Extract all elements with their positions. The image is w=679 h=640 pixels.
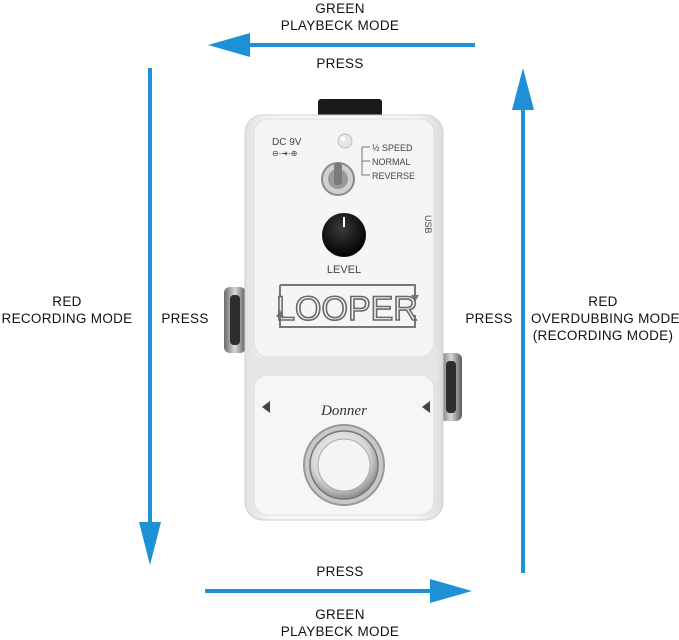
- left-mode-color: RED: [52, 294, 82, 309]
- right-mode-color: RED: [588, 294, 618, 309]
- switch-option-normal: NORMAL: [372, 157, 411, 167]
- usb-label: USB: [423, 215, 433, 234]
- top-press-label: PRESS: [316, 56, 364, 71]
- power-label: DC 9V: [272, 137, 302, 148]
- right-up-arrow: [512, 68, 534, 573]
- level-label: LEVEL: [327, 264, 361, 276]
- left-mode-name: RECORDING MODE: [1, 311, 133, 326]
- bottom-mode-name: PLAYBECK MODE: [280, 624, 400, 639]
- level-knob[interactable]: [322, 213, 366, 257]
- bottom-mode-label: GREEN PLAYBECK MODE: [270, 606, 410, 640]
- looper-logo-text: LOOPER: [276, 290, 418, 328]
- right-press-label: PRESS: [465, 311, 513, 326]
- bottom-right-arrow: [205, 579, 472, 603]
- switch-option-reverse: REVERSE: [372, 171, 415, 181]
- output-jack: [440, 353, 462, 421]
- brand-logo: Donner: [320, 403, 367, 419]
- right-mode-note: (RECORDING MODE): [532, 328, 674, 343]
- dc-jack: [318, 99, 382, 119]
- looper-pedal: DC 9V ⊖-➔-⊕ ½ SPEED NORMAL REVERSE USB L…: [210, 95, 475, 535]
- footswitch-button[interactable]: [303, 424, 385, 506]
- top-mode-label: GREEN PLAYBECK MODE: [270, 0, 410, 34]
- right-mode-label: RED OVERDUBBING MODE (RECORDING MODE): [531, 293, 679, 344]
- bottom-press-label: PRESS: [316, 564, 364, 579]
- top-mode-color: GREEN: [315, 1, 365, 16]
- left-press-label: PRESS: [161, 311, 209, 326]
- top-mode-name: PLAYBECK MODE: [280, 18, 400, 33]
- switch-option-half-speed: ½ SPEED: [372, 143, 413, 153]
- left-down-arrow: [139, 68, 161, 565]
- right-mode-name: OVERDUBBING MODE: [531, 311, 679, 326]
- left-mode-label: RED RECORDING MODE: [0, 293, 134, 327]
- mode-toggle-switch[interactable]: [321, 162, 355, 196]
- status-led: [337, 133, 353, 149]
- input-jack: [224, 287, 246, 353]
- power-polarity: ⊖-➔-⊕: [272, 149, 297, 158]
- bottom-mode-color: GREEN: [315, 607, 365, 622]
- looper-logo: LOOPER: [275, 284, 419, 329]
- top-left-arrow: [208, 33, 475, 57]
